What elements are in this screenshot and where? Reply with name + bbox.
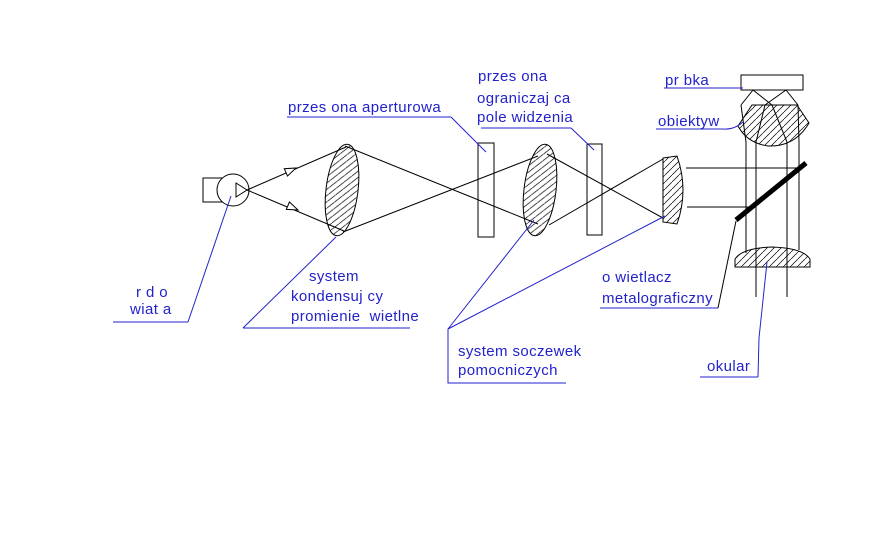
illuminator-label-line2: metalograficzny: [602, 290, 713, 307]
leader-lines: [113, 87, 768, 384]
light-source-symbol: [202, 173, 250, 207]
field-stop: [586, 143, 603, 236]
condenser-rays: [342, 145, 539, 233]
field-stop-leader: [570, 127, 595, 151]
aperture-stop-label: przes ona aperturowa: [288, 99, 441, 116]
auxiliary-label-line2: pomocniczych: [458, 362, 558, 379]
illuminator-label-line1: o wietlacz: [602, 269, 672, 286]
vertical-rays: [745, 142, 800, 297]
horizontal-rays: [686, 167, 800, 208]
eyepiece-lens: [734, 246, 811, 268]
eyepiece-label: okular: [707, 358, 750, 375]
objective-lens: [737, 104, 810, 147]
sample-block: [740, 74, 804, 91]
light-source-leader: [187, 195, 232, 323]
beam-splitter: [734, 161, 808, 222]
condenser-lens: [324, 143, 360, 237]
relay-rays: [546, 153, 664, 226]
collector-lens: [662, 155, 684, 225]
light-source-bulb: [216, 173, 250, 207]
eyepiece-leader: [757, 261, 768, 378]
condenser-label-line3: promienie wietlne: [291, 308, 419, 325]
ray-arrowhead-down: [285, 201, 300, 211]
field-stop-label-line3: pole widzenia: [477, 109, 573, 126]
aperture-leader: [450, 116, 487, 153]
auxiliary-label-line1: system soczewek: [458, 343, 582, 360]
ray-arrowhead-up: [283, 167, 298, 177]
light-source-filament-icon: [235, 182, 248, 198]
auxiliary-leader-1: [447, 219, 535, 330]
condenser-label-line1: system: [309, 268, 359, 285]
light-source-label-line1: r d o: [136, 284, 168, 301]
auxiliary-leader-2: [447, 215, 666, 330]
labels: przes ona aperturowa przes ona ogranicza…: [129, 68, 750, 379]
objective-leader: [722, 121, 744, 130]
source-rays: [246, 146, 347, 232]
sample-label: pr bka: [665, 72, 709, 89]
light-source-label-line2: wiat a: [129, 301, 172, 318]
condenser-leader: [242, 236, 337, 329]
condenser-label-line2: kondensuj cy: [291, 288, 383, 305]
auxiliary-underline: [447, 329, 566, 384]
illuminator-leader: [717, 220, 737, 309]
aperture-stop: [477, 142, 495, 238]
field-stop-label-line2: ograniczaj ca: [477, 90, 571, 107]
objective-label: obiektyw: [658, 113, 720, 130]
relay-lens: [522, 143, 558, 237]
field-stop-label-line1: przes ona: [478, 68, 548, 85]
